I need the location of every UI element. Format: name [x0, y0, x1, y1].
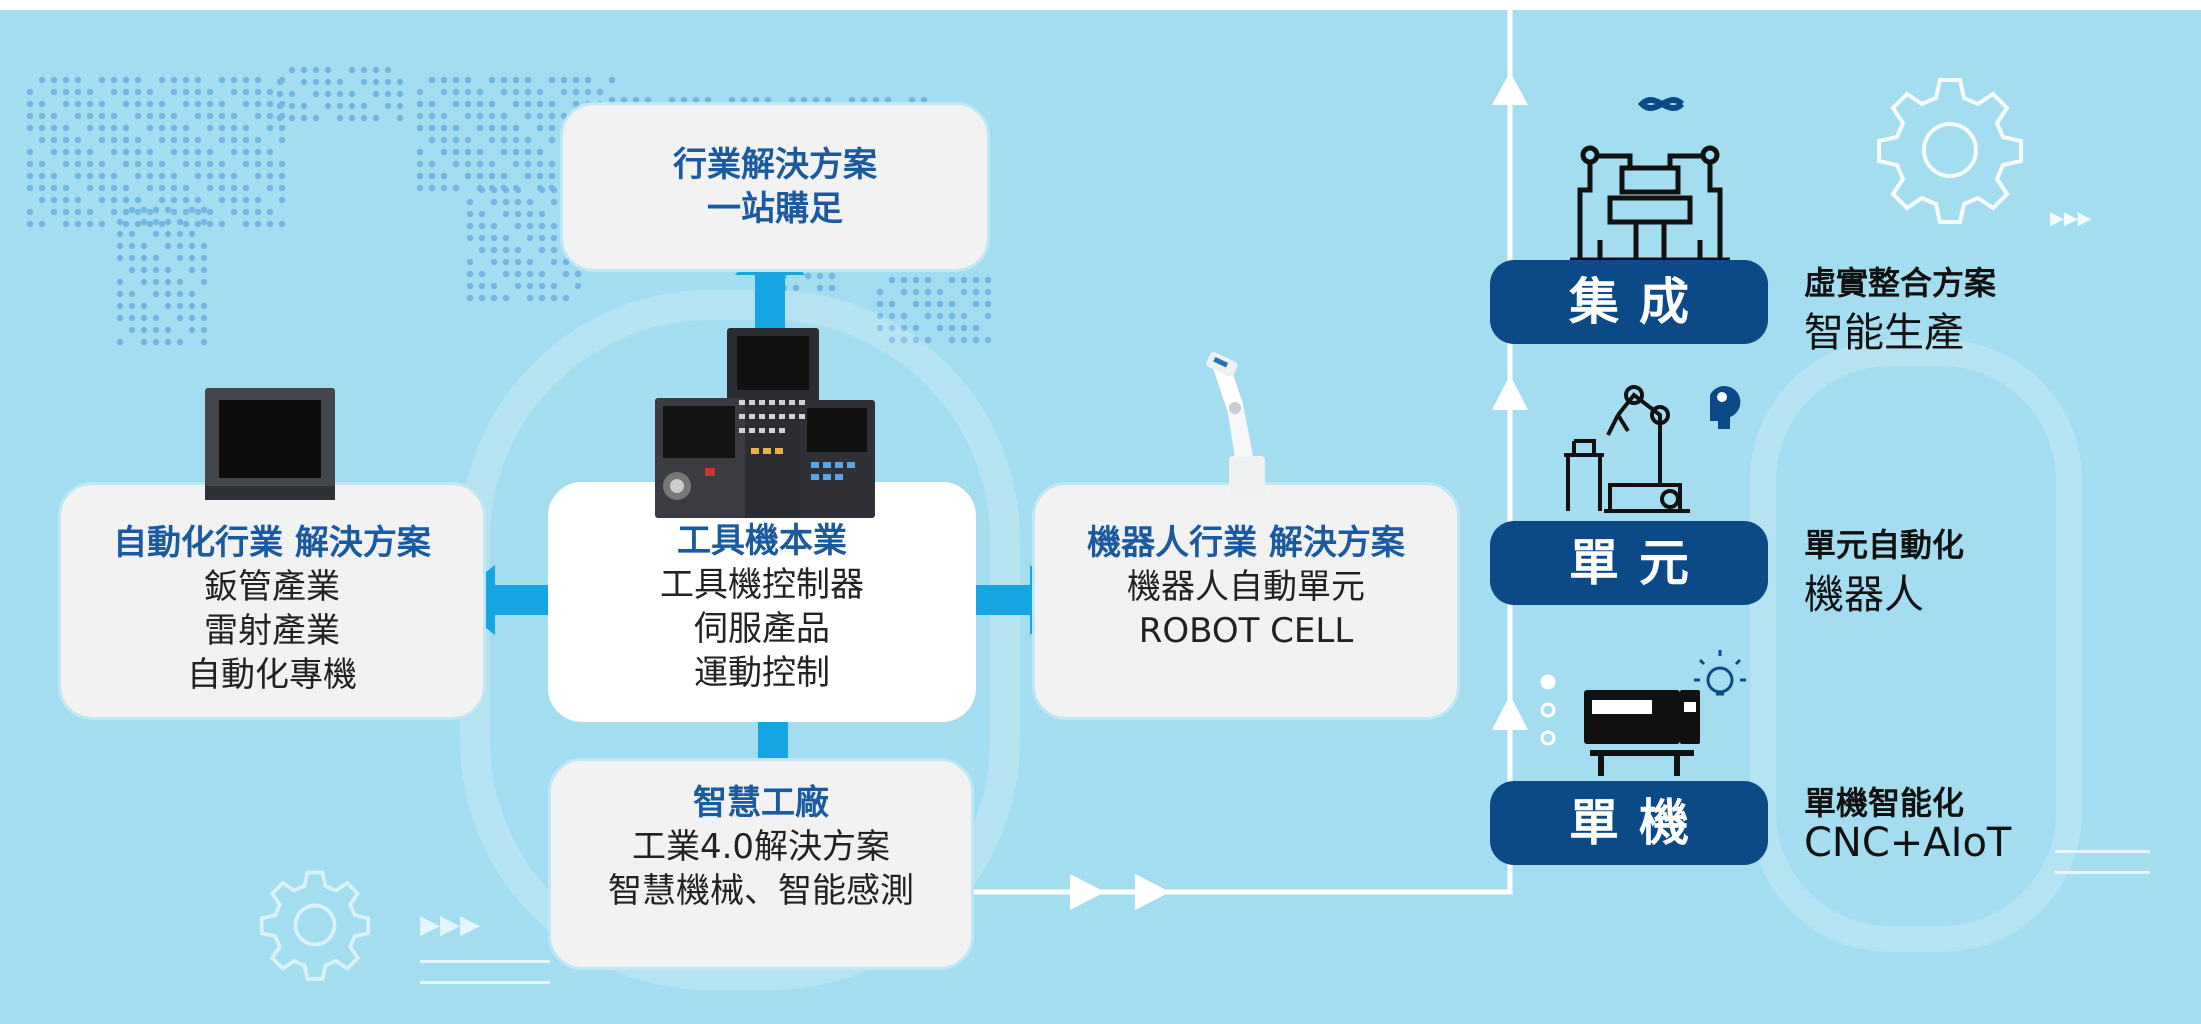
stage-title-unit: 單元自動化: [1804, 526, 1965, 564]
core-box-title: 工具機本業: [677, 521, 847, 561]
integration-icon: [1570, 97, 1730, 263]
stage-title-standalone: 單機智能化: [1804, 784, 1965, 822]
diagram-canvas: ▶▶▶ ▶▶▶ 行業解決方案 一站購足: [0, 10, 2201, 1024]
automation-box-line: 自動化專機: [187, 655, 357, 695]
gear-decoration-icon: [259, 870, 371, 981]
controller-monitor-image: [205, 388, 335, 500]
automation-box-line: 雷射產業: [204, 611, 340, 651]
core-business-box: 工具機本業 工具機控制器 伺服產品 運動控制: [548, 482, 976, 722]
stage-sub-unit: 機器人: [1804, 572, 1924, 618]
gear-decoration-icon: [1877, 78, 2023, 224]
stage-label-integration: 集成: [1490, 260, 1768, 344]
decorative-lines: [420, 960, 550, 984]
robot-arm-image: [1206, 352, 1265, 498]
smart-factory-line: 工業4.0解決方案: [631, 827, 891, 867]
stage-sub-integration: 智能生產: [1804, 310, 1964, 356]
robot-box-line: ROBOT CELL: [1138, 611, 1354, 651]
stage-label-standalone: 單機: [1490, 781, 1768, 865]
stage-title-integration: 虛實整合方案: [1804, 264, 1997, 302]
decorative-chevrons: ▶▶▶: [2050, 208, 2092, 229]
top-solution-box: 行業解決方案 一站購足: [560, 102, 990, 272]
cnc-machine-icon: [1584, 650, 1746, 776]
core-box-line: 伺服產品: [694, 609, 830, 649]
automation-box-line: 鈑管產業: [204, 567, 340, 607]
decorative-chevrons: ▶▶▶: [420, 910, 480, 940]
robot-box-title: 機器人行業 解決方案: [1087, 523, 1405, 563]
smart-factory-line: 智慧機械、智能感測: [608, 871, 914, 911]
robot-box-line: 機器人自動單元: [1127, 567, 1365, 607]
stage-label-unit: 單元: [1490, 521, 1768, 605]
core-box-line: 工具機控制器: [660, 565, 864, 605]
top-box-line: 行業解決方案: [673, 145, 877, 185]
automation-box-title: 自動化行業 解決方案: [113, 523, 431, 563]
automation-solution-box: 自動化行業 解決方案 鈑管產業 雷射產業 自動化專機: [58, 482, 486, 720]
stage-sub-standalone: CNC+AIoT: [1804, 820, 2012, 866]
decorative-lines: [2055, 850, 2150, 874]
core-box-line: 運動控制: [694, 653, 830, 693]
top-box-line: 一站購足: [707, 189, 843, 229]
smart-factory-box: 智慧工廠 工業4.0解決方案 智慧機械、智能感測: [548, 758, 974, 970]
robot-solution-box: 機器人行業 解決方案 機器人自動單元 ROBOT CELL: [1032, 482, 1460, 720]
robot-cell-icon: [1564, 385, 1741, 513]
smart-factory-title: 智慧工廠: [693, 783, 829, 823]
cnc-controller-image: [655, 328, 875, 518]
